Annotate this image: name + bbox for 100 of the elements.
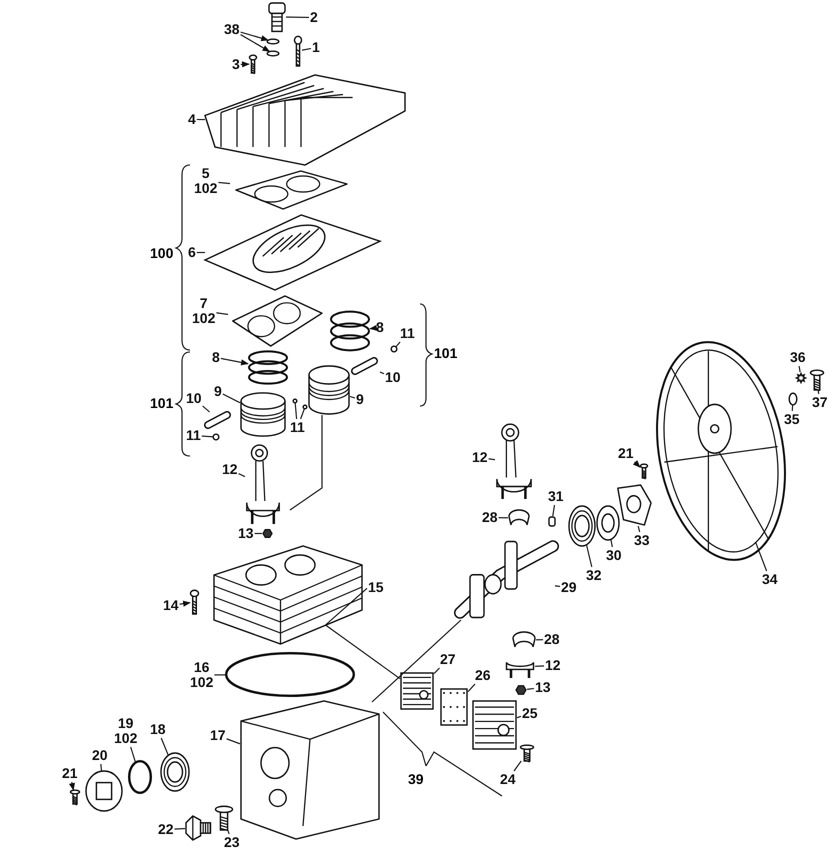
pulley-drawing (658, 340, 784, 562)
callout-number: 9 (356, 392, 364, 407)
leader-line (240, 34, 270, 52)
bolt-drawing (249, 55, 257, 73)
washer-drawing (596, 505, 620, 541)
bolt-drawing (810, 370, 824, 390)
leader-line (586, 544, 592, 568)
ring-drawing (292, 398, 298, 404)
leader-line (638, 526, 640, 532)
leader-line (498, 517, 508, 518)
leader-line (792, 404, 794, 412)
leader-line (196, 118, 205, 120)
callout-number: 20 (92, 748, 108, 763)
callout-number: 24 (500, 772, 516, 787)
callout-number: 13 (238, 526, 254, 541)
bolt-drawing (294, 36, 302, 66)
callout-number: 16 (192, 660, 210, 675)
cylinder-block-drawing (213, 545, 363, 645)
leader-line (220, 358, 249, 366)
callout-number: 28 (544, 632, 560, 647)
leader-line (632, 460, 641, 468)
callout-number: 27 (440, 652, 456, 667)
leader-line (227, 830, 230, 834)
group-number: 101 (434, 346, 458, 361)
leader-line (396, 342, 401, 348)
callout-number: 31 (548, 489, 564, 504)
connecting-rod-drawing (495, 425, 533, 500)
leader-line (180, 600, 191, 607)
leader-line (514, 760, 522, 772)
callout-number: 29 (561, 580, 577, 595)
leader-line (216, 312, 228, 315)
callout-number: 12 (222, 462, 238, 477)
filter-housing-drawing (472, 700, 517, 750)
leader-line (226, 738, 240, 744)
ring-drawing (788, 392, 798, 406)
leader-line (554, 585, 560, 587)
ring-drawing (266, 38, 280, 45)
leader-line (369, 324, 378, 331)
callout-number: 25 (522, 706, 538, 721)
leader-line (196, 252, 205, 254)
leader-line (610, 539, 613, 548)
callout-number: 11 (400, 326, 415, 341)
flange-drawing (614, 484, 652, 526)
callout-number: 28 (482, 510, 498, 525)
connecting-rod-drawing (245, 445, 281, 525)
plug-drawing (185, 815, 211, 841)
ring-drawing (212, 433, 220, 441)
ring-drawing (302, 404, 308, 410)
filter-element-drawing (440, 688, 468, 726)
callout-number: 11 (186, 428, 201, 443)
bolt-drawing (520, 745, 534, 761)
leader-line (254, 532, 262, 534)
leader-line (380, 372, 384, 374)
callout-number: 21 (618, 446, 634, 461)
callout-number: 10 (385, 370, 401, 385)
callout-number: 21 (62, 766, 78, 781)
callout-number: 33 (634, 533, 650, 548)
ring-drawing (225, 652, 355, 697)
callout-number: 36 (790, 350, 806, 365)
callout-number: 102 (194, 181, 218, 196)
callout-number: 8 (212, 350, 220, 365)
leader-line (218, 182, 230, 184)
callout-number: 102 (114, 731, 138, 746)
leader-line (755, 542, 768, 572)
callout-number: 17 (210, 728, 226, 743)
callout-number: 12 (545, 658, 561, 673)
callout-number: 10 (186, 391, 202, 406)
callout-number: 102 (190, 675, 214, 690)
piston-rings-drawing (248, 350, 288, 385)
valve-plate-drawing (205, 215, 380, 290)
leader-line (174, 828, 186, 830)
leader-line (552, 504, 556, 516)
nut-drawing (262, 528, 273, 539)
leader-line (526, 688, 534, 690)
callout-number: 5 (200, 166, 211, 181)
callout-number: 37 (812, 395, 828, 410)
callout-number: 6 (188, 245, 196, 260)
group-number: 100 (150, 246, 174, 261)
callout-number: 19 (116, 716, 134, 731)
callout-number: 23 (224, 835, 240, 850)
leader-line (100, 764, 102, 772)
callout-number: 18 (150, 722, 166, 737)
leader-line (536, 639, 543, 640)
key-drawing (548, 516, 556, 527)
piston-rings-drawing (330, 310, 370, 352)
group-number: 39 (408, 772, 424, 787)
piston-drawing (308, 365, 350, 415)
callout-number: 13 (535, 680, 551, 695)
callout-number: 22 (158, 822, 174, 837)
leader-line (302, 48, 312, 51)
leader-line (238, 473, 246, 478)
callout-number: 11 (290, 420, 305, 435)
piston-drawing (240, 392, 286, 437)
group-number: 101 (150, 396, 174, 411)
leader-line (488, 458, 496, 460)
leader-line (240, 61, 250, 68)
ball-bearing-drawing (160, 752, 190, 792)
end-cover-drawing (85, 770, 123, 812)
leader-line (350, 396, 356, 399)
callout-number: 4 (188, 112, 196, 127)
